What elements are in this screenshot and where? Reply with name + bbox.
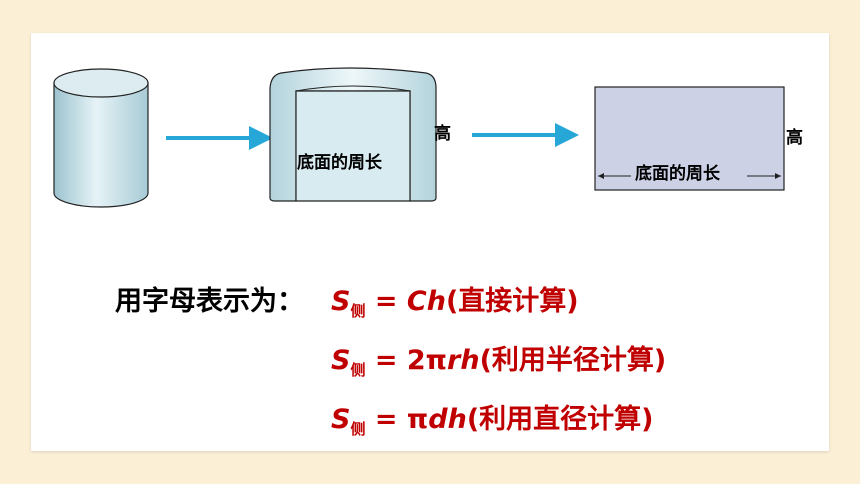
height-label: 高 [434,124,451,144]
formula-lead-text: 用字母表示为： [115,286,304,317]
opened-cylinder-shape [269,67,437,202]
formula-direct: S侧 = Ch(直接计算) [331,286,579,320]
formula-radius: S侧 = 2πrh(利用半径计算) [331,345,667,379]
rect-perimeter-label: 底面的周长 [635,164,720,184]
rect-height-label: 高 [786,128,803,148]
formula-diameter: S侧 = πdh(利用直径计算) [331,404,654,438]
perimeter-label: 底面的周长 [297,153,382,173]
cylinder-unfold-diagram [53,67,785,208]
cylinder-shape [53,68,149,208]
slide-panel: 高 底面的周长 高 底面的周长 用字母表示为： S侧 = Ch(直接计算) S侧… [31,33,829,451]
